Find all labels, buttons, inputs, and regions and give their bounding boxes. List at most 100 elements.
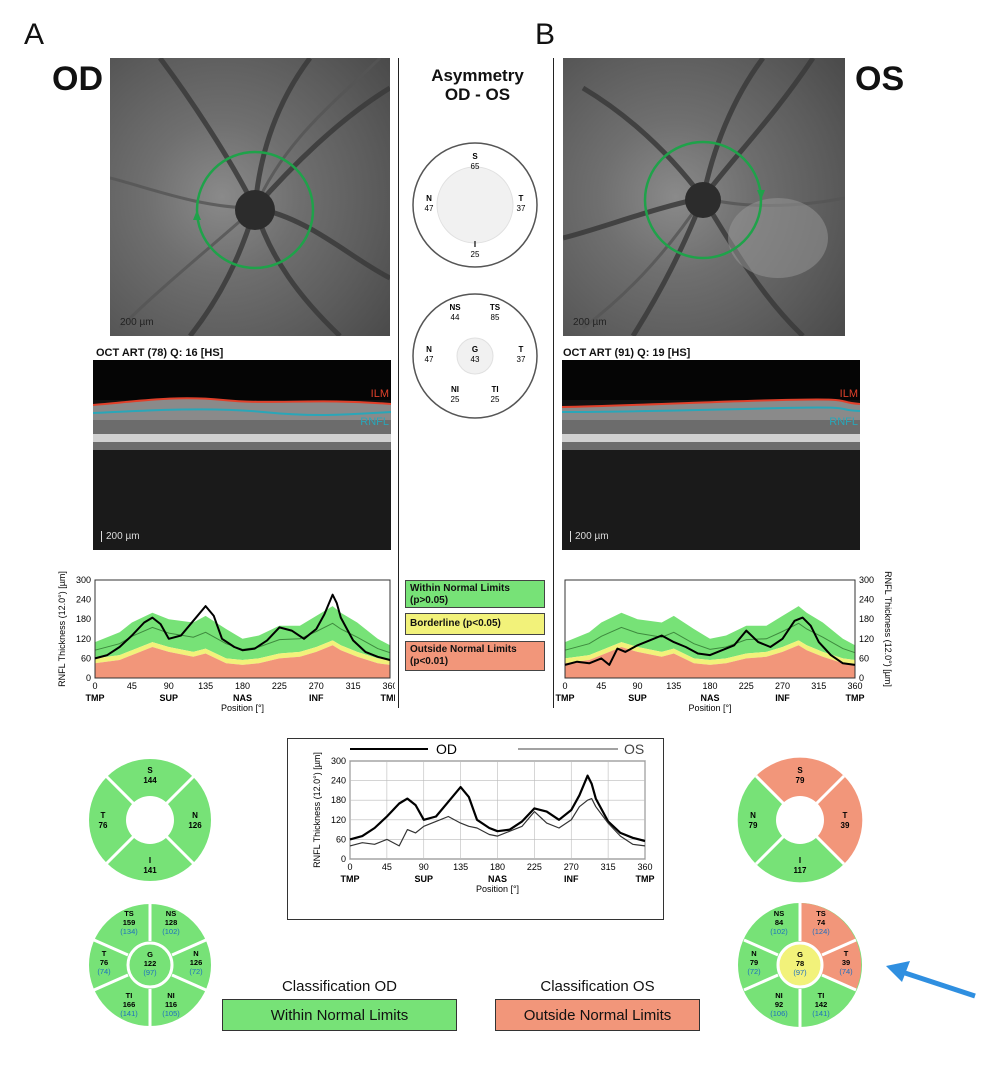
od-fundus-drawing	[110, 58, 390, 336]
y-tick-label: 300	[331, 756, 346, 766]
x-tick-label: 0	[347, 862, 352, 872]
y-tick-label: 240	[859, 595, 874, 605]
os-s-t-val: 39	[842, 958, 850, 967]
arrow-icon	[886, 961, 976, 999]
asym-q-n-val: 47	[425, 204, 434, 213]
os-q-n-val: 79	[749, 821, 758, 830]
x-region-label: INF	[775, 693, 790, 703]
x-tick-label: 135	[666, 681, 681, 691]
x-region-label: SUP	[628, 693, 647, 703]
x-tick-label: 315	[601, 862, 616, 872]
od-s-g-norm: (97)	[143, 968, 157, 977]
x-tick-label: 45	[382, 862, 392, 872]
os-s-ns-key: NS	[774, 909, 784, 918]
os-quadrant-map: S 79 N 79 T 39 I 117	[737, 757, 863, 883]
y-axis-label: RNFL Thickness (12.0°) [µm]	[57, 571, 67, 687]
plot-frame	[94, 579, 391, 679]
os-bscan-image: ILM RNFL 200 µm	[562, 360, 860, 550]
legend-borderline: Borderline (p<0.05)	[405, 613, 545, 635]
od-bscan-drawing	[93, 360, 391, 550]
os-fundus-image: 200 µm	[563, 58, 845, 336]
os-s-t-norm: (74)	[839, 967, 853, 976]
od-sector-map: TS 159 (134) NS 128 (102) T 76 (74) G 12…	[87, 902, 213, 1028]
asym-s-g-val: 43	[471, 355, 480, 364]
legend-os-label: OS	[624, 741, 644, 757]
x-region-label: INF	[564, 874, 579, 884]
x-region-label: TMP	[846, 693, 865, 703]
od-s-t-key: T	[102, 949, 107, 958]
asym-s-n-key: N	[426, 345, 432, 354]
legend-od-label: OD	[436, 741, 457, 757]
os-q-n-key: N	[750, 811, 756, 820]
y-axis-label: RNFL Thickness (12.0°) [µm]	[312, 752, 322, 868]
y-tick-label: 60	[859, 653, 869, 663]
os-fundus-scale: 200 µm	[573, 317, 607, 328]
od-q-t-key: T	[101, 811, 106, 820]
od-s-ni-val: 116	[165, 1000, 177, 1009]
y-axis-label: RNFL Thickness (12.0°) [µm]	[883, 571, 893, 687]
classification-os-title: Classification OS	[540, 978, 655, 995]
od-bscan-image: ILM RNFL 200 µm	[93, 360, 391, 550]
outside-normal-band	[95, 645, 390, 678]
x-tick-label: 180	[702, 681, 717, 691]
os-q-t-val: 39	[841, 821, 850, 830]
y-tick-label: 60	[336, 834, 346, 844]
asymmetry-sector-chart: NS 44 TS 85 N 47 G 43 T 37 NI 25 TI 25	[412, 293, 538, 419]
x-region-label: INF	[309, 693, 324, 703]
os-rnfl-label: RNFL	[829, 416, 858, 428]
od-q-t-val: 76	[99, 821, 108, 830]
od-ilm-label: ILM	[370, 388, 389, 400]
y-tick-label: 0	[341, 854, 346, 864]
x-tick-label: 360	[382, 681, 395, 691]
os-s-ti-key: TI	[818, 991, 825, 1000]
os-q-s-key: S	[797, 766, 803, 775]
asym-s-ti-key: TI	[491, 385, 498, 394]
od-s-t-norm: (74)	[97, 967, 111, 976]
x-tick-label: 135	[453, 862, 468, 872]
asym-s-g-key: G	[472, 345, 478, 354]
os-sector-map: NS 84 (102) TS 74 (124) N 79 (72) G 78 (…	[738, 903, 862, 1027]
asym-s-t-key: T	[519, 345, 524, 354]
od-q-s-val: 144	[143, 776, 157, 785]
od-quadrant-map: S 144 T 76 N 126 I 141	[87, 757, 213, 883]
series-line-s0	[564, 616, 856, 666]
x-tick-label: 270	[564, 862, 579, 872]
x-tick-label: 360	[847, 681, 862, 691]
x-tick-label: 45	[596, 681, 606, 691]
asym-s-n-val: 47	[425, 355, 434, 364]
os-s-ns-val: 84	[775, 918, 784, 927]
x-region-label: TMP	[381, 693, 396, 703]
asymmetry-title: Asymmetry OD - OS	[405, 66, 550, 104]
y-tick-label: 180	[859, 614, 874, 624]
x-tick-label: 315	[811, 681, 826, 691]
x-region-label: NAS	[700, 693, 719, 703]
x-region-label: NAS	[488, 874, 507, 884]
os-s-ni-key: NI	[775, 991, 783, 1000]
y-tick-label: 180	[331, 795, 346, 805]
os-s-ni-val: 92	[775, 1000, 783, 1009]
x-region-label: SUP	[159, 693, 178, 703]
os-eye-label: OS	[855, 60, 905, 98]
od-rnfl-label: RNFL	[360, 416, 389, 428]
od-q-n-key: N	[192, 811, 198, 820]
od-eye-label: OD	[52, 60, 103, 98]
asym-s-ni-key: NI	[451, 385, 459, 394]
asymmetry-title-line2: OD - OS	[444, 85, 511, 104]
od-oct-label: OCT ART (78) Q: 16 [HS]	[96, 347, 224, 359]
od-s-t-val: 76	[100, 958, 108, 967]
os-s-n-key: N	[751, 949, 756, 958]
panel-letter-a: A	[24, 18, 45, 51]
asym-s-ns-key: NS	[449, 303, 461, 312]
x-region-label: TMP	[86, 693, 105, 703]
os-fundus-drawing	[563, 58, 845, 336]
od-bscan-scale: 200 µm	[101, 531, 140, 542]
asym-s-ni-val: 25	[451, 395, 460, 404]
od-q-s-key: S	[147, 766, 153, 775]
od-s-n-norm: (72)	[189, 967, 203, 976]
od-s-ti-norm: (141)	[120, 1009, 138, 1018]
od-s-ns-val: 128	[165, 918, 178, 927]
x-tick-label: 270	[309, 681, 324, 691]
y-tick-label: 180	[76, 614, 91, 624]
borderline-band	[565, 640, 855, 665]
